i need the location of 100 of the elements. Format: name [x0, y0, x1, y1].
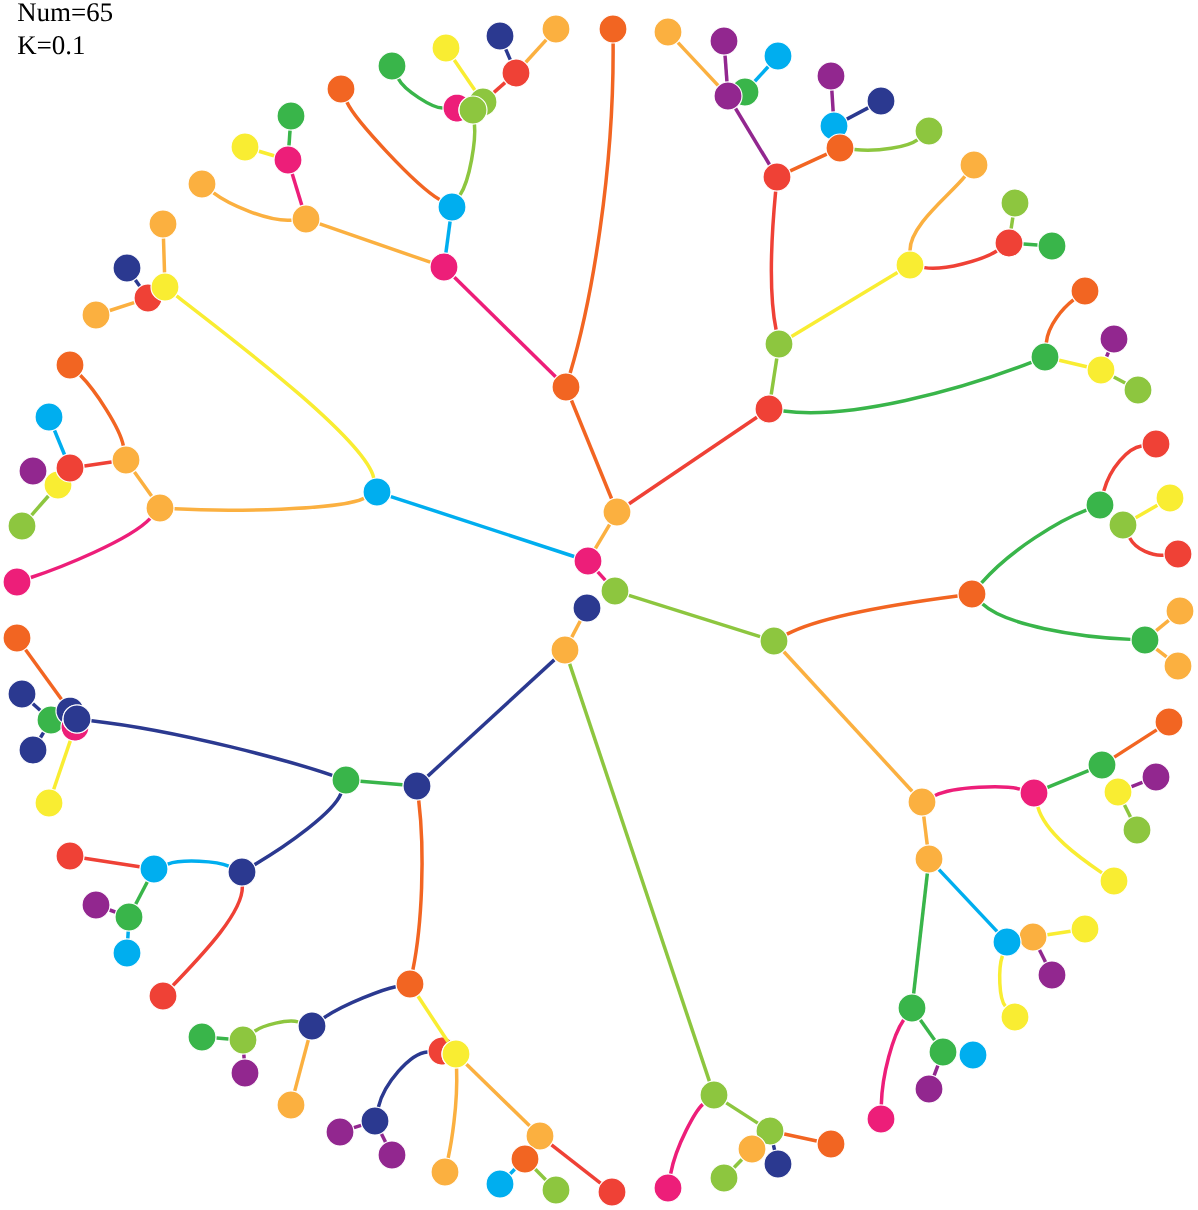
branch-line: [31, 702, 42, 712]
branch-line: [879, 1019, 906, 1105]
branch-line: [732, 1158, 744, 1169]
node-circle: [81, 300, 111, 330]
node-circle: [1163, 539, 1193, 569]
branch-line: [570, 620, 582, 638]
branch-line: [452, 59, 477, 91]
node-circle: [957, 579, 987, 609]
branch-line: [1047, 929, 1071, 937]
node-circle: [914, 1074, 944, 1104]
branch-line: [1128, 537, 1164, 557]
node-circle: [897, 993, 927, 1023]
branch-line: [426, 658, 556, 778]
node-circle: [276, 1090, 306, 1120]
branch-line: [458, 124, 477, 196]
node-circle: [18, 456, 48, 486]
node-circle: [759, 626, 789, 656]
node-circle: [402, 771, 432, 801]
branch-line: [30, 494, 50, 517]
node-circle: [187, 169, 217, 199]
node-circle: [55, 350, 85, 380]
branch-line: [416, 995, 450, 1043]
branch-line: [918, 1018, 936, 1042]
branch-line: [769, 191, 778, 330]
node-circle: [1130, 625, 1160, 655]
branch-line: [390, 494, 575, 559]
node-circle: [485, 1169, 515, 1199]
branch-line: [668, 1103, 705, 1175]
node-circle: [541, 1175, 571, 1205]
node-circle: [597, 1177, 627, 1207]
node-circle: [1122, 815, 1152, 845]
branch-line: [353, 1123, 362, 1130]
node-circle: [709, 26, 739, 56]
branch-line: [1134, 503, 1159, 520]
branch-line: [379, 1133, 388, 1143]
branch-line: [790, 271, 899, 338]
node-circle: [1085, 490, 1115, 520]
node-circle: [501, 58, 531, 88]
node-circle: [602, 497, 632, 527]
node-circle: [713, 81, 743, 111]
node-circle: [114, 902, 144, 932]
branch-line: [628, 415, 758, 506]
branch-line: [569, 399, 614, 500]
parameter-label: Num=65: [18, 3, 112, 22]
branch-line: [360, 779, 403, 787]
branch-line: [133, 470, 153, 498]
branch-line: [52, 429, 67, 456]
node-circle: [1123, 375, 1153, 405]
node-circle: [55, 841, 85, 871]
node-circle: [437, 192, 467, 222]
node-circle: [326, 74, 356, 104]
branch-line: [596, 570, 607, 582]
node-circle: [230, 1058, 260, 1088]
node-circle: [7, 511, 37, 541]
node-circle: [762, 162, 792, 192]
node-circle: [458, 95, 488, 125]
branch-line: [1058, 358, 1088, 369]
branch-line: [1155, 618, 1170, 633]
branch-line: [753, 65, 770, 83]
node-circle: [653, 1173, 683, 1203]
branch-line: [24, 648, 63, 701]
branch-line: [253, 1019, 299, 1033]
node-circle: [62, 704, 92, 734]
node-circle: [928, 1037, 958, 1067]
node-circle: [763, 41, 793, 71]
node-circle: [914, 844, 944, 874]
node-circle: [598, 14, 628, 44]
node-circle: [112, 253, 142, 283]
node-circle: [550, 635, 580, 665]
branch-line: [91, 718, 333, 777]
branch-line: [786, 594, 958, 636]
node-circle: [699, 1080, 729, 1110]
node-circle: [653, 17, 683, 47]
branch-line: [319, 222, 431, 264]
node-circle: [112, 938, 142, 968]
branch-line: [830, 90, 835, 112]
branch-line: [1036, 806, 1103, 875]
node-circle: [866, 86, 896, 116]
node-circle: [297, 1011, 327, 1041]
node-circle: [1000, 188, 1030, 218]
node-circle: [914, 116, 944, 146]
node-circle: [291, 204, 321, 234]
node-circle: [1037, 960, 1067, 990]
node-circle: [754, 394, 784, 424]
node-circle: [959, 150, 989, 180]
branch-line: [997, 955, 1007, 1008]
branch-line: [1155, 647, 1168, 659]
node-circle: [1018, 922, 1048, 952]
branch-line: [175, 294, 376, 479]
branch-line: [1113, 375, 1126, 385]
node-circle: [150, 272, 180, 302]
node-circle: [1155, 483, 1185, 513]
branch-line: [453, 276, 557, 378]
node-circle: [992, 927, 1022, 957]
branch-line: [1037, 949, 1048, 963]
node-circle: [377, 51, 407, 81]
node-circle: [763, 1149, 793, 1179]
branch-line: [854, 138, 919, 152]
node-circle: [755, 1116, 785, 1146]
branch-line: [411, 800, 424, 970]
